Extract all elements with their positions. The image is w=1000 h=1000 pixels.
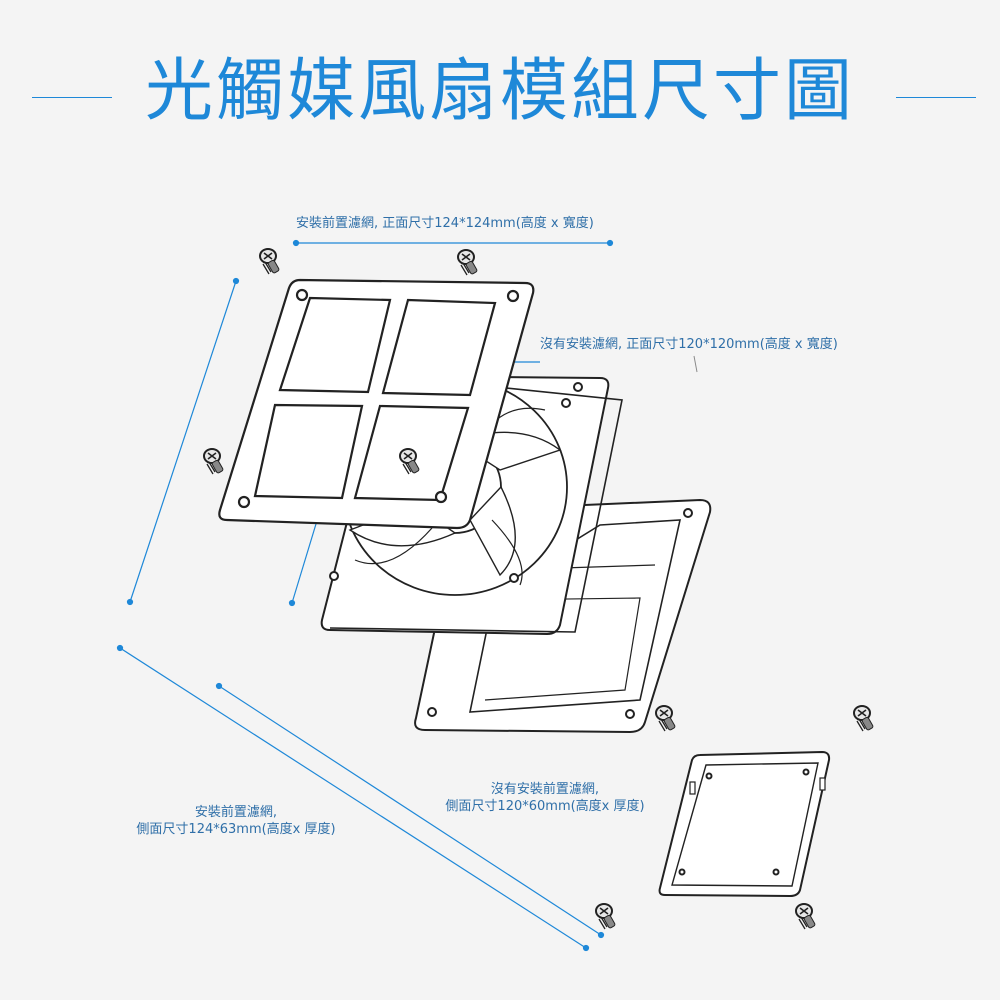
screw-icon: [203, 448, 225, 475]
screw-icon: [457, 249, 479, 276]
label-side-without-filter-line1: 沒有安裝前置濾網,: [490, 782, 600, 797]
label-side-with-filter-line2: 側面尺寸124*63mm(高度x 厚度): [136, 822, 336, 837]
dim-depth-filter: [119, 647, 587, 949]
screw-icon: [259, 248, 281, 275]
label-side-with-filter-line1: 安裝前置濾網,: [194, 805, 278, 820]
title-rule-left: [32, 97, 112, 98]
label-front-without-filter: 沒有安裝濾網, 正面尺寸120*120mm(高度 x 寬度): [540, 337, 838, 352]
side-filter-plate: [658, 750, 831, 898]
screw-icon: [595, 903, 617, 930]
screw-icon: [853, 705, 875, 732]
label-side-without-filter-line2: 側面尺寸120*60mm(高度x 厚度): [445, 799, 645, 814]
screw-icon: [795, 903, 817, 930]
label-side-with-filter: 安裝前置濾網, 側面尺寸124*63mm(高度x 厚度): [120, 804, 352, 838]
page-title: 光觸媒風扇模組尺寸圖: [144, 52, 855, 131]
dim-height-filter: [129, 280, 237, 603]
dim-depth-fan: [218, 685, 602, 936]
screw-icon: [655, 705, 677, 732]
label-side-without-filter: 沒有安裝前置濾網, 側面尺寸120*60mm(高度x 厚度): [430, 781, 660, 815]
title-rule-right: [896, 97, 976, 98]
label-front-with-filter: 安裝前置濾網, 正面尺寸124*124mm(高度 x 寬度): [296, 216, 594, 231]
